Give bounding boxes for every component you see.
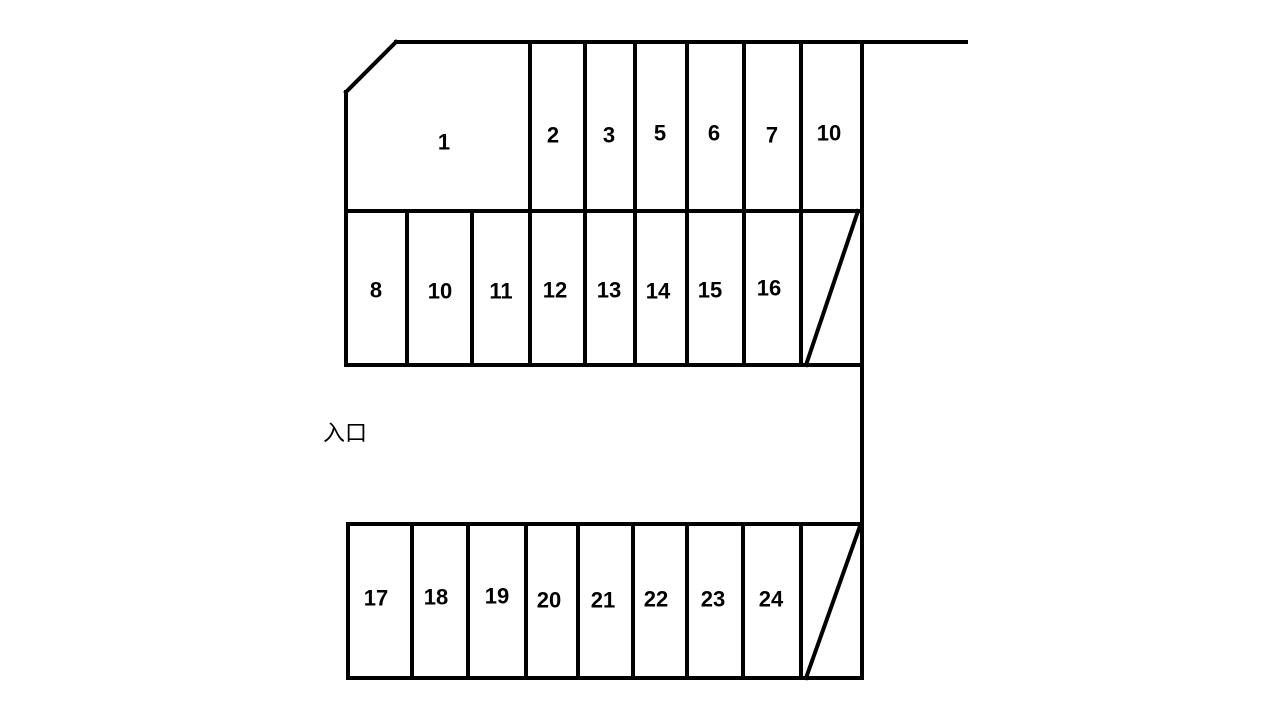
space-label: 17 [364,586,388,611]
space-label: 11 [489,279,512,304]
space-label: 14 [646,279,671,304]
space-label: 20 [537,588,561,613]
space-label: 19 [485,584,509,609]
space-label: 12 [543,278,567,303]
space-label: 21 [591,588,615,613]
space-label: 5 [654,121,666,146]
space-label: 15 [698,278,722,303]
space-label: 13 [597,278,621,303]
space-label: 1 [438,130,450,155]
space-label: 6 [708,121,720,146]
hatch-diagonal-line [803,523,863,681]
space-label: 23 [701,587,725,612]
space-label: 7 [766,123,778,148]
hatch-diagonal-line [803,208,861,368]
space-label: 16 [757,276,781,301]
bottom-row-outline [346,522,864,680]
space-label: 22 [644,587,668,612]
space-label: 10 [817,121,841,146]
corner-chamfer-line [343,39,399,95]
space-label: 18 [424,585,448,610]
space-label: 8 [370,278,382,303]
entrance-label: 入口 [323,422,367,447]
space-label: 3 [603,123,615,148]
space-label: 10 [428,279,452,304]
space-label: 24 [759,587,784,612]
space-label: 2 [547,123,559,148]
